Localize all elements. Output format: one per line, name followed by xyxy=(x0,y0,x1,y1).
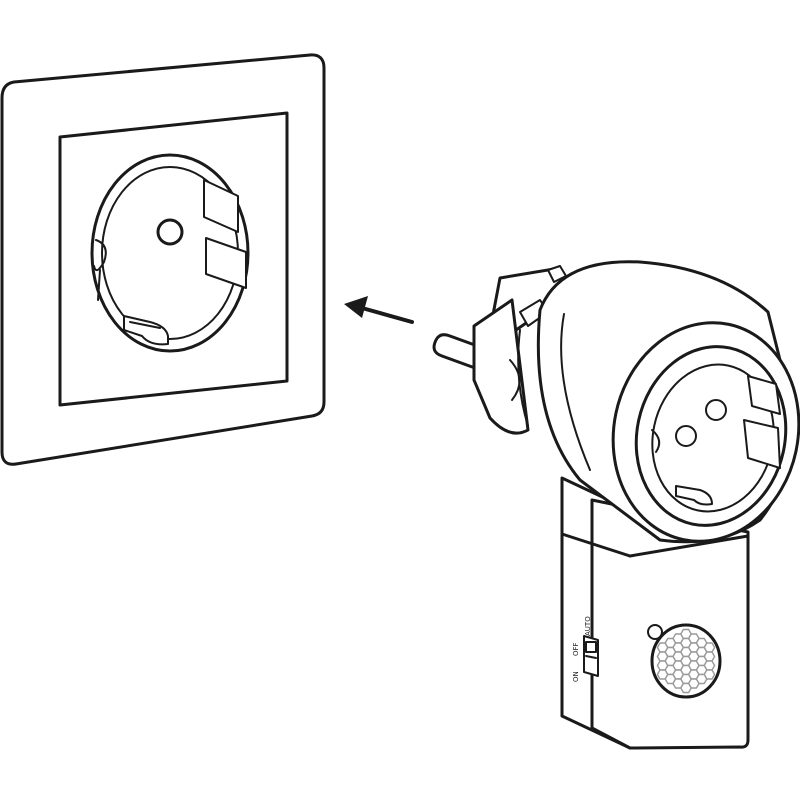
lens-cell xyxy=(695,673,708,685)
insert-arrow-icon xyxy=(344,296,414,324)
wall-socket xyxy=(0,53,326,466)
adapter-pin-hole-1 xyxy=(705,399,727,421)
switch-label-on: ON xyxy=(572,671,580,682)
plug-adapter: ON OFF AUTO xyxy=(432,260,800,750)
switch-label-auto: AUTO xyxy=(584,616,592,636)
motion-sensor-lens xyxy=(650,623,722,699)
lens-cell xyxy=(679,682,693,694)
socket-pin-hole xyxy=(156,218,184,246)
status-led xyxy=(647,624,663,640)
adapter-socket-face xyxy=(611,321,800,543)
socket-cup xyxy=(90,153,250,353)
mode-switch[interactable]: ON OFF AUTO xyxy=(572,616,599,682)
adapter-pin-hole-2 xyxy=(675,425,697,447)
switch-label-off: OFF xyxy=(572,642,580,656)
socket-frame-inner xyxy=(58,111,289,407)
plug-base-left xyxy=(472,298,530,435)
